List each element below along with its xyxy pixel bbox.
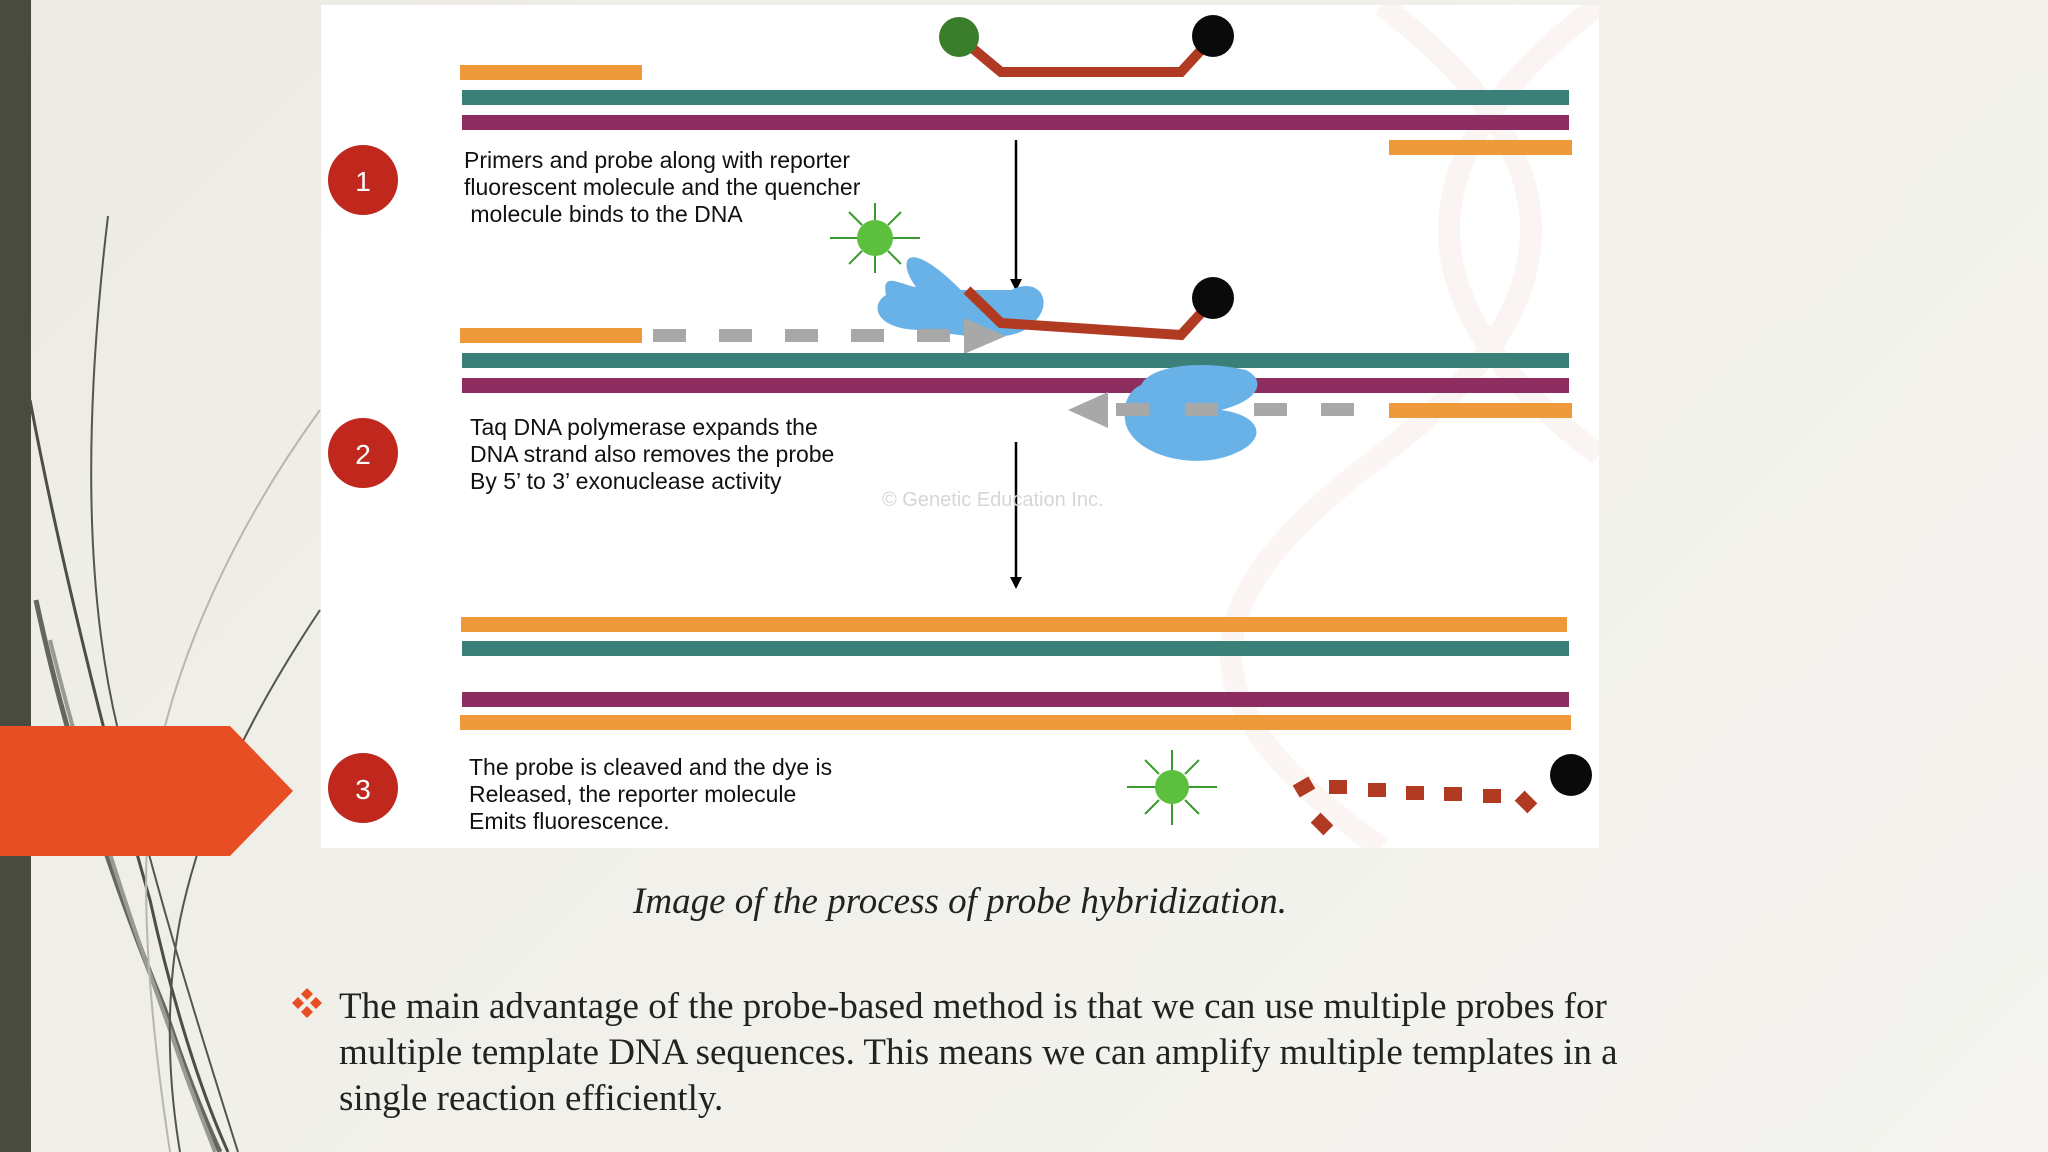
dna-strand-purple [462, 378, 1569, 393]
step-1-circle [328, 145, 398, 215]
fluorescence-burst-icon [1127, 750, 1217, 825]
probe-displaced [963, 286, 1217, 341]
probe [955, 33, 1217, 77]
slide-arrow-marker [0, 726, 293, 856]
bullet-paragraph: The main advantage of the probe-based me… [339, 986, 1618, 1119]
step-1-number: 1 [355, 166, 371, 197]
step-2-number: 2 [355, 439, 371, 470]
step-3-circle [328, 753, 398, 823]
step-2-circle [328, 418, 398, 488]
primer-forward [460, 65, 642, 80]
dna-strand-teal [462, 90, 1569, 105]
polymerase-icon [877, 257, 1044, 337]
fluorescence-burst-icon [830, 203, 920, 273]
dna-strand-purple [462, 692, 1569, 707]
dna-strand-purple [462, 115, 1569, 130]
step-3-line-2: Released, the reporter molecule [469, 781, 796, 807]
watermark: © Genetic Education Inc. [882, 489, 1104, 511]
quencher-icon [1550, 754, 1592, 796]
new-strand-orange [460, 715, 1571, 730]
step-2-line-1: Taq DNA polymerase expands the [470, 414, 818, 440]
extension-forward [653, 318, 1006, 354]
dna-strand-teal [462, 641, 1569, 656]
dna-strand-teal [462, 353, 1569, 368]
step-1-line-3: molecule binds to the DNA [464, 201, 743, 227]
reporter-dye-icon [939, 17, 979, 57]
extension-reverse [1068, 392, 1354, 428]
left-accent-bar [0, 0, 31, 1152]
decorative-curves [28, 215, 321, 1152]
primer-reverse [1389, 140, 1572, 155]
probe-hybridization-figure: 1 Primers and probe along with reporter … [321, 5, 1599, 848]
primer-forward-extended [460, 328, 642, 343]
new-strand-orange [461, 617, 1567, 632]
step-2-line-3: By 5’ to 3’ exonuclease activity [470, 468, 782, 494]
primer-reverse-extended [1389, 403, 1572, 418]
quencher-icon [1192, 277, 1234, 319]
diamond-cluster-icon [292, 988, 322, 1018]
quencher-icon [1192, 15, 1234, 57]
figure-caption: Image of the process of probe hybridizat… [633, 881, 1287, 922]
cleaved-probe-fragments [1292, 776, 1538, 836]
step-1-line-1: Primers and probe along with reporter [464, 147, 850, 173]
step-3-line-1: The probe is cleaved and the dye is [469, 754, 832, 780]
step-1-line-2: fluorescent molecule and the quencher [464, 174, 861, 200]
step-2-line-2: DNA strand also removes the probe [470, 441, 834, 467]
step-3-number: 3 [355, 774, 371, 805]
step-3-line-3: Emits fluorescence. [469, 808, 670, 834]
